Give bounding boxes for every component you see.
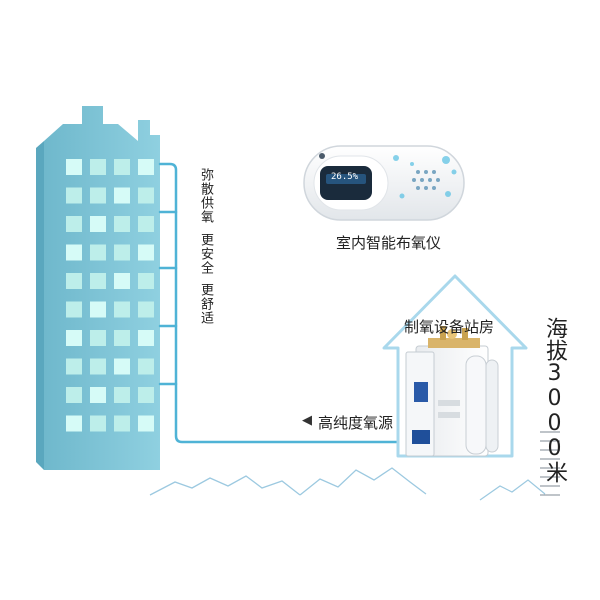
benefit-safer: 更安全 bbox=[198, 233, 213, 275]
decorative-bubbles bbox=[393, 155, 457, 199]
building-window bbox=[66, 387, 82, 403]
building-window bbox=[90, 358, 106, 375]
altitude-ruler bbox=[540, 431, 560, 496]
building-window bbox=[66, 330, 82, 346]
benefit-diffuse-supply: 弥散供氧 bbox=[198, 168, 213, 224]
building-window bbox=[138, 159, 154, 175]
building-windows bbox=[66, 159, 154, 432]
building-window bbox=[66, 273, 82, 289]
altitude-label: 海拔3000米 bbox=[542, 317, 567, 483]
building-window bbox=[90, 273, 106, 289]
station-arrow-outline bbox=[382, 274, 528, 458]
building-window bbox=[138, 187, 154, 204]
building-window bbox=[138, 273, 154, 289]
building-window bbox=[90, 301, 106, 318]
oxygen-pipe bbox=[158, 162, 400, 444]
building-window bbox=[114, 387, 130, 403]
building-window bbox=[138, 244, 154, 261]
building-window bbox=[138, 216, 154, 232]
building-window bbox=[90, 216, 106, 232]
building-window bbox=[90, 159, 106, 175]
device-logo-icon bbox=[319, 153, 325, 159]
device-label: 室内智能布氧仪 bbox=[336, 234, 442, 252]
building-window bbox=[114, 415, 130, 432]
building-window bbox=[66, 301, 82, 318]
station-label: 制氧设备站房 bbox=[404, 318, 495, 336]
building bbox=[36, 106, 160, 470]
building-window bbox=[138, 301, 154, 318]
building-window bbox=[138, 358, 154, 375]
speaker-dots bbox=[412, 170, 440, 190]
building-window bbox=[66, 358, 82, 375]
device-screen-reading: 26.5% bbox=[331, 172, 359, 182]
building-window bbox=[114, 244, 130, 261]
building-window bbox=[66, 159, 82, 175]
building-window bbox=[90, 187, 106, 204]
building-window bbox=[114, 273, 130, 289]
building-window bbox=[138, 330, 154, 346]
building-window bbox=[66, 216, 82, 232]
mountain-outline bbox=[149, 467, 546, 501]
building-window bbox=[114, 216, 130, 232]
building-window bbox=[138, 415, 154, 432]
arrow-left-icon: ◀ bbox=[302, 413, 312, 428]
building-window bbox=[114, 187, 130, 204]
smart-oxygen-device bbox=[303, 145, 465, 221]
building-window bbox=[114, 159, 130, 175]
oxygen-source-label: 高纯度氧源 bbox=[318, 414, 394, 432]
building-window bbox=[138, 387, 154, 403]
building-window bbox=[66, 244, 82, 261]
oxygen-station-equipment bbox=[405, 326, 499, 457]
building-window bbox=[114, 301, 130, 318]
building-window bbox=[90, 387, 106, 403]
building-window bbox=[90, 415, 106, 432]
building-window bbox=[90, 244, 106, 261]
building-window bbox=[66, 187, 82, 204]
building-window bbox=[90, 330, 106, 346]
benefit-more-comfortable: 更舒适 bbox=[198, 283, 213, 325]
building-window bbox=[66, 415, 82, 432]
building-window bbox=[114, 330, 130, 346]
building-window bbox=[114, 358, 130, 375]
